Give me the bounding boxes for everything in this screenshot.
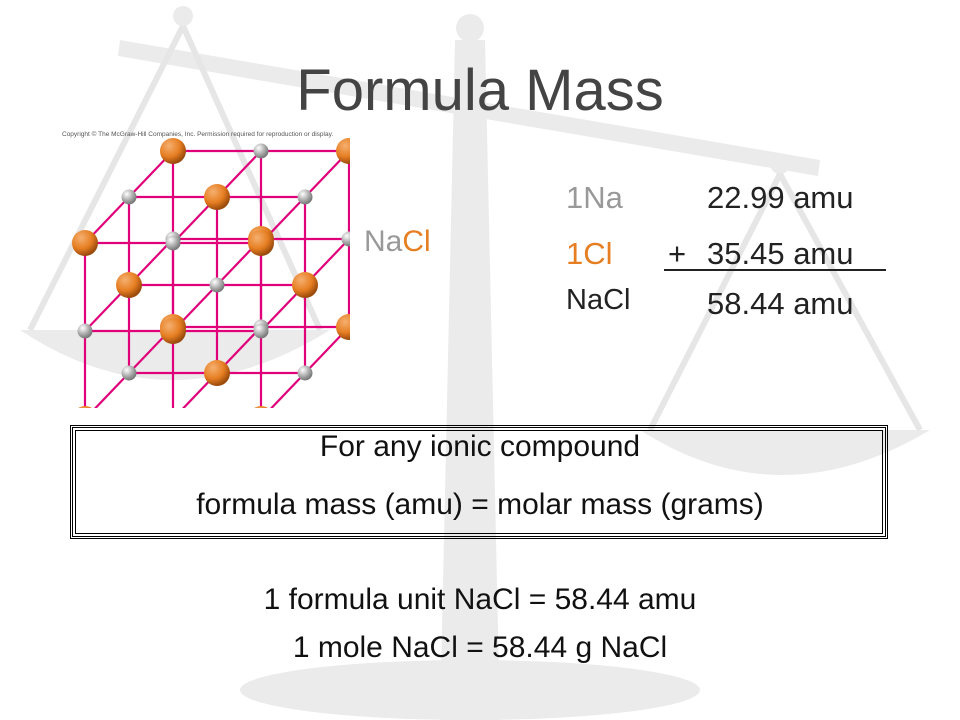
key-concept-box xyxy=(70,425,888,539)
calc-plus-sign: + xyxy=(668,236,687,271)
chloride-ion xyxy=(116,272,142,298)
sodium-ion xyxy=(341,231,350,247)
calc-row-2-value: 35.45 amu xyxy=(707,236,854,271)
calc-row-2-element: 1Cl xyxy=(566,236,613,271)
chloride-ion xyxy=(204,360,230,386)
chloride-ion xyxy=(160,318,186,344)
copyright-notice: Copyright © The McGraw-Hill Companies, I… xyxy=(62,131,334,138)
sodium-ion xyxy=(121,365,137,381)
key-concept-line-1: For any ionic compound xyxy=(319,430,641,463)
sodium-ion xyxy=(253,323,269,339)
chloride-ion xyxy=(254,406,268,408)
chloride-ion xyxy=(248,230,274,256)
sodium-ion xyxy=(165,235,181,251)
sodium-symbol: Na xyxy=(364,225,403,258)
key-concept-line-2: formula mass (amu) = molar mass (grams) xyxy=(196,488,764,521)
sodium-ion xyxy=(297,365,313,381)
sodium-ion xyxy=(253,143,269,159)
calc-row-1-element: 1Na xyxy=(566,180,623,215)
calc-row-1-value: 22.99 amu xyxy=(707,180,854,215)
chloride-ion xyxy=(204,184,230,210)
nacl-crystal-lattice-icon xyxy=(72,138,350,408)
page-title: Formula Mass xyxy=(296,58,664,123)
chloride-ion xyxy=(336,314,350,340)
chloride-ion xyxy=(160,138,186,164)
sodium-ion xyxy=(209,277,225,293)
chloride-ion xyxy=(78,406,92,408)
sum-divider xyxy=(664,269,886,271)
sodium-ion xyxy=(121,189,137,205)
chlorine-symbol: Cl xyxy=(402,225,431,258)
chloride-ion xyxy=(336,138,350,164)
sodium-ion xyxy=(77,323,93,339)
chloride-ion xyxy=(72,230,98,256)
compound-label: NaCl xyxy=(364,227,431,257)
formula-unit-equation: 1 formula unit NaCl = 58.44 amu xyxy=(263,583,697,616)
mole-equation: 1 mole NaCl = 58.44 g NaCl xyxy=(292,631,668,664)
chloride-ion xyxy=(292,272,318,298)
calc-total-value: 58.44 amu xyxy=(707,286,854,321)
sodium-ion xyxy=(297,189,313,205)
calc-total-element: NaCl xyxy=(566,284,631,316)
